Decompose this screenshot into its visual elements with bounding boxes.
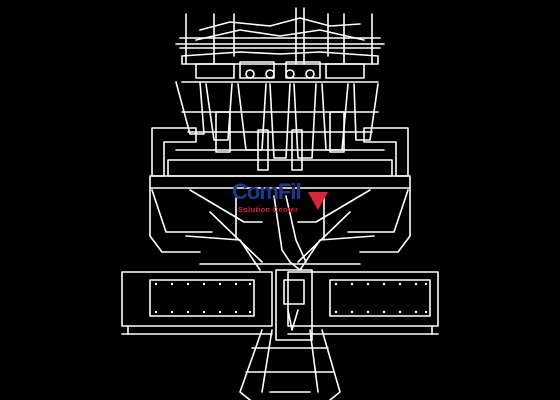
logo-name-part2: Fil xyxy=(277,179,302,204)
machine-base xyxy=(121,269,439,341)
collecting-chute xyxy=(185,189,375,271)
main-frame xyxy=(149,127,411,253)
top-frame xyxy=(175,7,385,65)
logo-tagline: Solution Center xyxy=(238,205,299,214)
panel-bolts xyxy=(154,282,428,314)
logo-wordmark: ComFil xyxy=(232,179,302,204)
discharge-chute xyxy=(239,309,341,400)
logo-name-part1: Com xyxy=(232,179,279,204)
logo-triangle-icon xyxy=(308,192,328,210)
weigh-hoppers xyxy=(175,81,379,171)
feed-pans xyxy=(181,51,379,83)
comfil-logo: ComFil Solution Center xyxy=(228,180,332,226)
